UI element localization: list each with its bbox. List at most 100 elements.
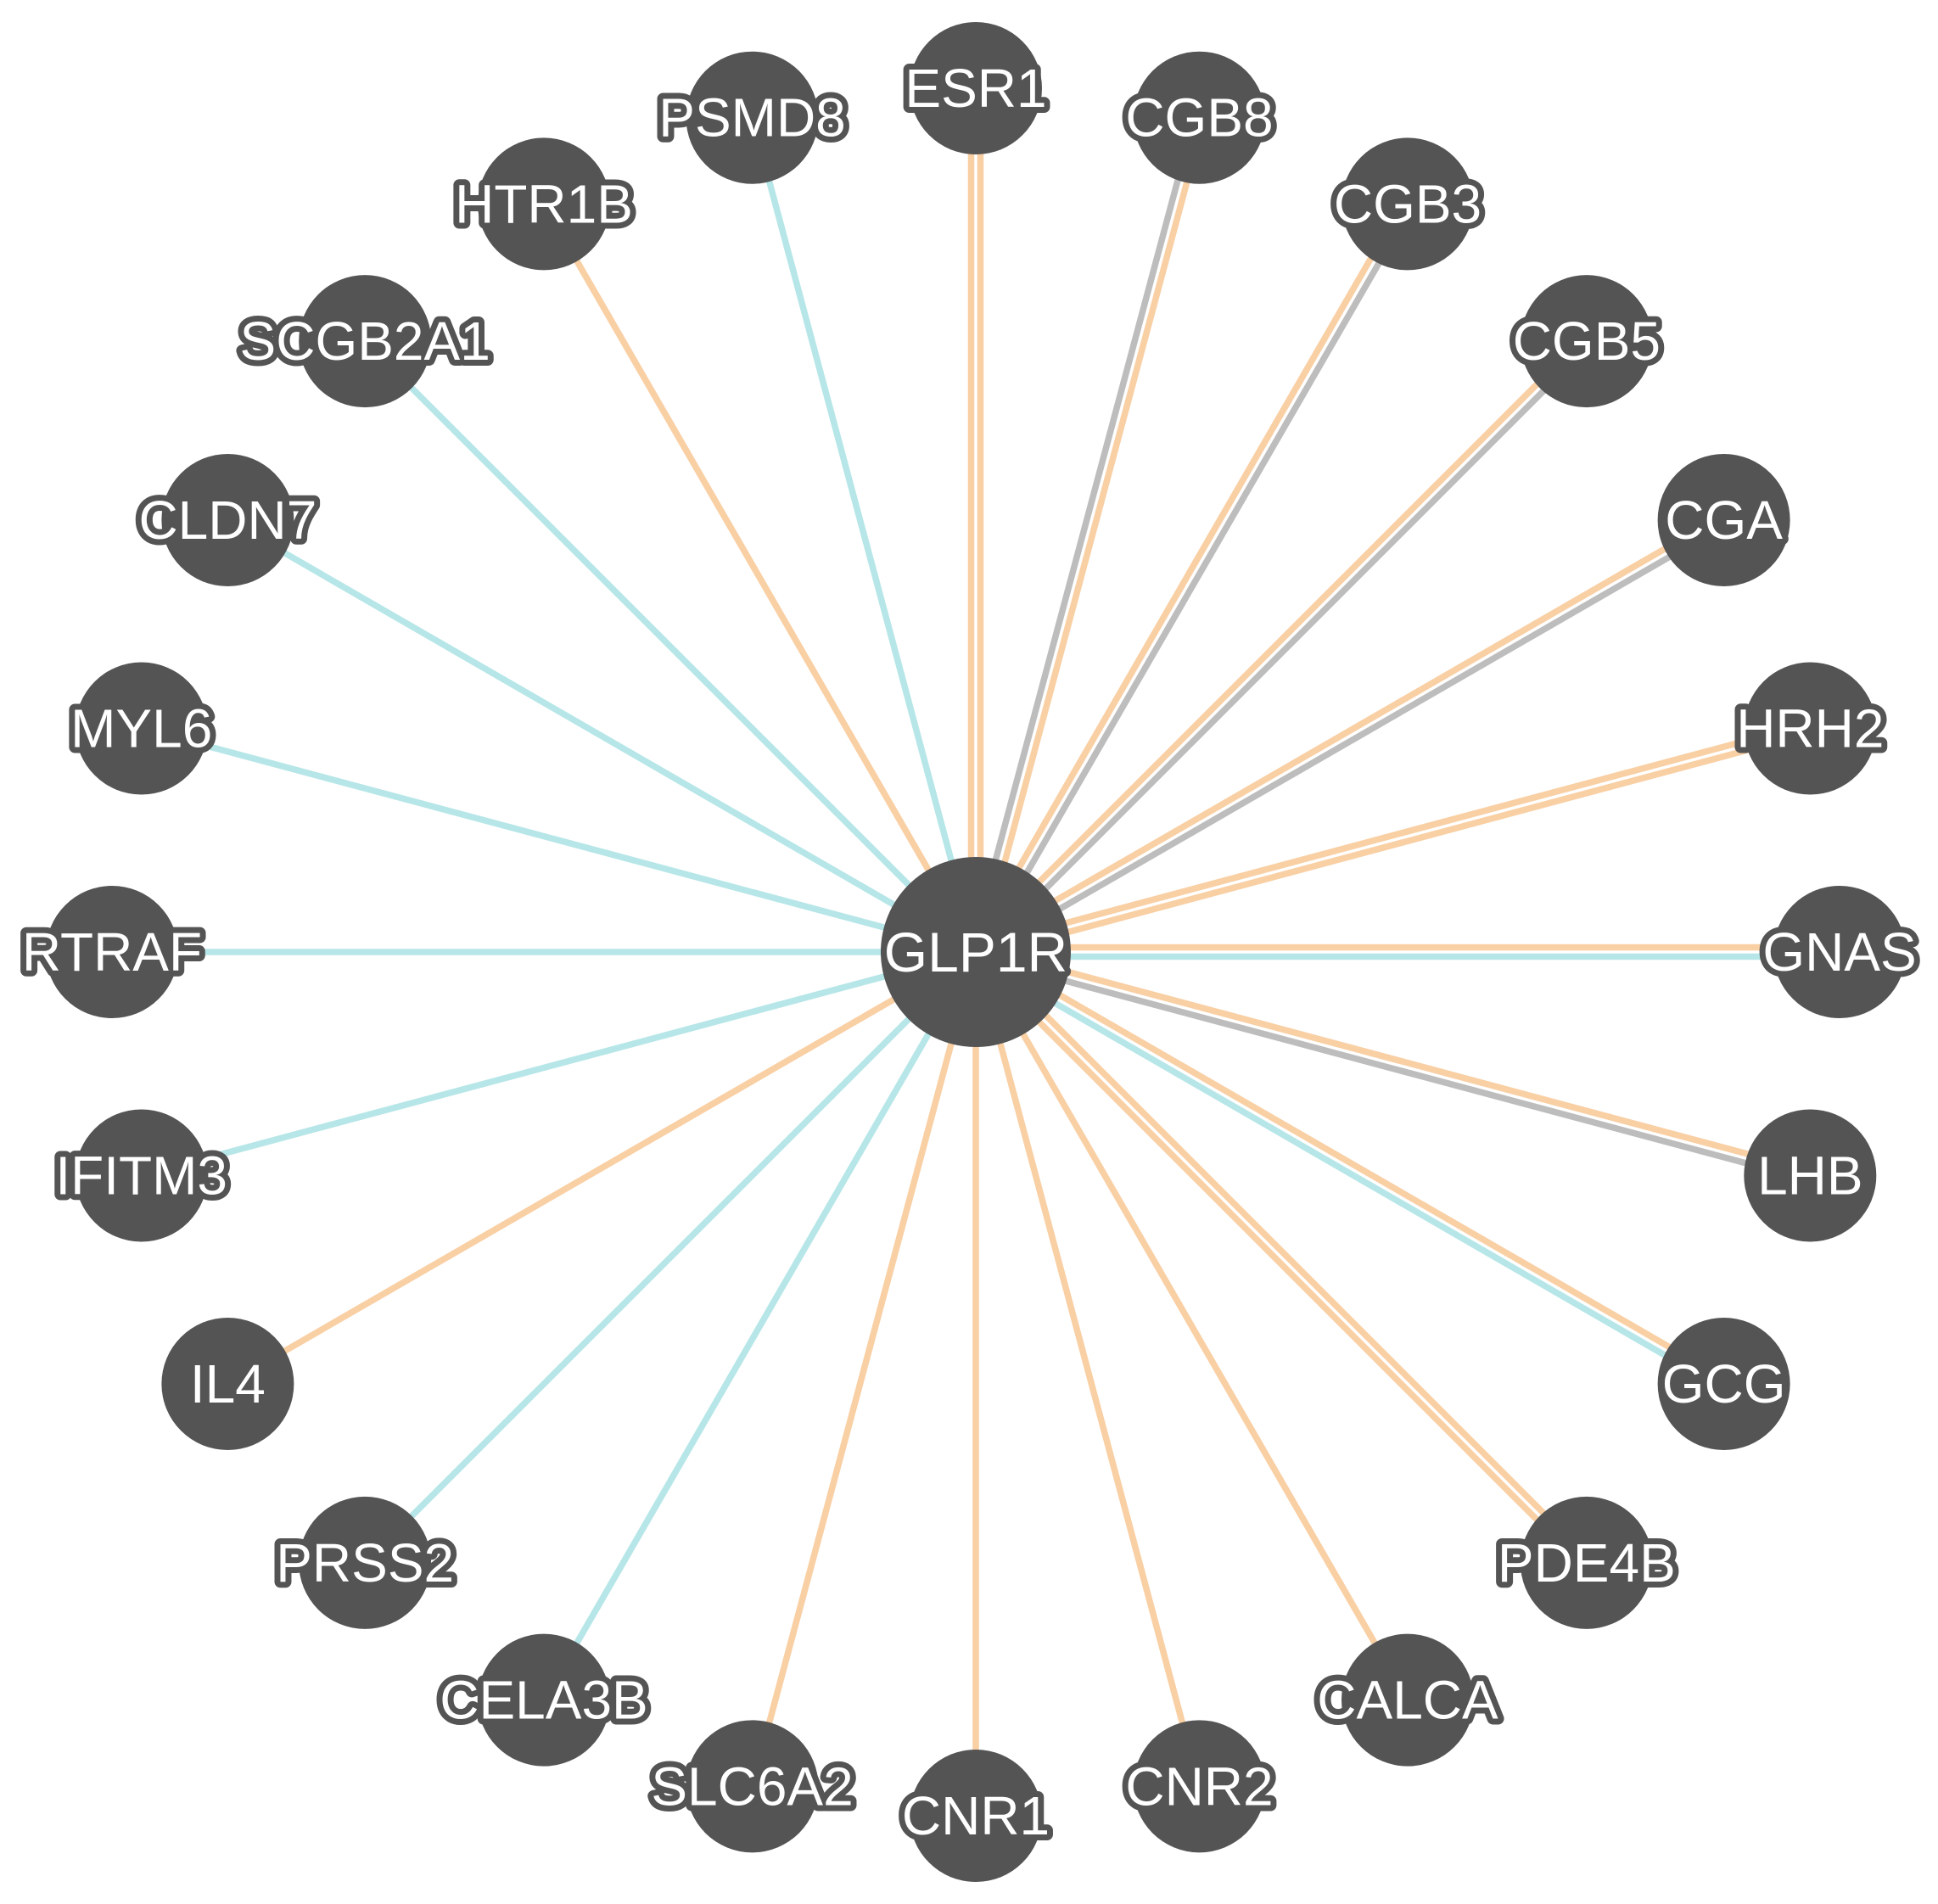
edge-psmd8-physical [748,114,979,955]
node-circle [75,662,208,795]
node-htr1b[interactable]: HTR1B [449,137,639,271]
edge-cnr2-coexpression [972,949,1203,1790]
node-label: IL4 [190,1353,266,1414]
node-circle [161,454,294,586]
node-cgb5[interactable]: CGB5 [1507,275,1666,408]
edge-pde4b-coexpression [969,952,1587,1570]
edge-cga-coexpression [970,512,1725,951]
node-circle [1341,1633,1474,1767]
node-label: GCG [1662,1353,1786,1414]
node-prss2[interactable]: PRSS2 [270,1496,460,1629]
node-label: GNAS [1762,921,1916,983]
node-label: CGB3 [1334,173,1482,234]
node-label: PDE4B [1498,1532,1676,1593]
edge-cgb8-coexpression [977,115,1207,957]
center-node-circle [881,857,1071,1047]
node-circle [1744,662,1877,795]
node-circle [1133,51,1266,184]
node-circle [478,1633,610,1767]
node-circle [1744,1109,1877,1242]
edge-gcg-physical [970,953,1725,1392]
node-hrh2[interactable]: HRH2 [1730,662,1890,795]
node-label: CNR2 [1125,1756,1273,1817]
edge-calca-coexpression [972,949,1411,1704]
edge-cgb3-coexpression [968,198,1407,953]
node-circle [299,275,432,408]
edge-cldn7-physical [224,517,979,955]
node-circle [46,886,178,1018]
node-circle [686,51,819,184]
node-circle [1657,1318,1790,1450]
node-label: CNR1 [902,1785,1050,1846]
center-node-label: GLP1R [884,921,1067,983]
node-cnr1[interactable]: CNR1 [896,1750,1056,1882]
node-label: HRH2 [1736,698,1884,759]
node-rtraf[interactable]: RTRAF [16,886,208,1018]
edge-htr1b-coexpression [541,200,979,955]
edge-cgb5-other [976,341,1594,959]
edge-cgb3-other [977,203,1415,958]
node-esr1[interactable]: ESR1 [899,22,1053,154]
node-gcg[interactable]: GCG [1656,1318,1792,1450]
node-circle [75,1109,208,1242]
edge-lhb-other [971,953,1812,1184]
node-pde4b[interactable]: PDE4B [1492,1496,1682,1629]
node-circle [1657,454,1790,586]
node-label: CGB8 [1125,87,1273,148]
node-label: CALCA [1317,1670,1498,1731]
node-cgb3[interactable]: CGB3 [1328,137,1487,271]
node-circle [910,1750,1042,1882]
node-label: MYL6 [70,698,212,759]
node-label: SLC6A2 [651,1756,853,1817]
node-label: ESR1 [905,58,1046,119]
node-label: CGA [1665,490,1783,551]
node-cgb8[interactable]: CGB8 [1119,51,1280,184]
node-cga[interactable]: CGA [1657,454,1790,586]
node-cldn7[interactable]: CLDN7 [132,454,322,586]
edge-pde4b-coexpression [976,945,1594,1563]
node-label: IFITM3 [55,1145,227,1206]
node-ifitm3[interactable]: IFITM3 [49,1109,233,1242]
edge-myl6-physical [137,725,979,955]
node-gnas[interactable]: GNAS [1756,886,1923,1018]
node-slc6a2[interactable]: SLC6A2 [645,1720,860,1853]
node-cela3b[interactable]: CELA3B [434,1633,654,1767]
center-node-glp1r[interactable]: GLP1R [878,857,1073,1047]
node-label: HTR1B [455,173,633,234]
node-circle [299,1496,432,1629]
edge-cgb5-coexpression [969,334,1587,952]
node-circle [1341,137,1474,271]
node-psmd8[interactable]: PSMD8 [653,51,852,184]
node-lhb[interactable]: LHB [1744,1109,1877,1242]
edge-scgb2a1-physical [361,338,979,955]
node-cnr2[interactable]: CNR2 [1119,1720,1280,1853]
edge-ifitm3-physical [137,949,979,1179]
edge-layer [109,85,1843,1819]
edge-prss2-physical [361,949,979,1566]
node-label: CGB5 [1513,311,1661,372]
node-circle [1520,275,1653,408]
node-circle [161,1318,294,1450]
edge-hrh2-coexpression [973,730,1815,960]
node-circle [1133,1720,1266,1853]
edge-slc6a2-coexpression [748,949,979,1790]
node-calca[interactable]: CALCA [1311,1633,1504,1767]
node-label: CELA3B [440,1670,647,1731]
node-circle [910,22,1042,154]
node-label: CLDN7 [138,490,316,551]
edge-il4-coexpression [224,949,979,1387]
node-label: PSMD8 [658,87,846,148]
node-circle [1520,1496,1653,1629]
node-il4[interactable]: IL4 [161,1318,294,1450]
node-scgb2a1[interactable]: SCGB2A1 [234,275,496,408]
node-label: SCGB2A1 [240,311,490,372]
node-circle [1773,886,1906,1018]
edge-lhb-coexpression [973,944,1815,1174]
node-label: LHB [1757,1145,1863,1206]
edge-cgb8-other [967,113,1198,955]
node-myl6[interactable]: MYL6 [64,662,218,795]
node-circle [478,137,610,271]
node-circle [686,1720,819,1853]
